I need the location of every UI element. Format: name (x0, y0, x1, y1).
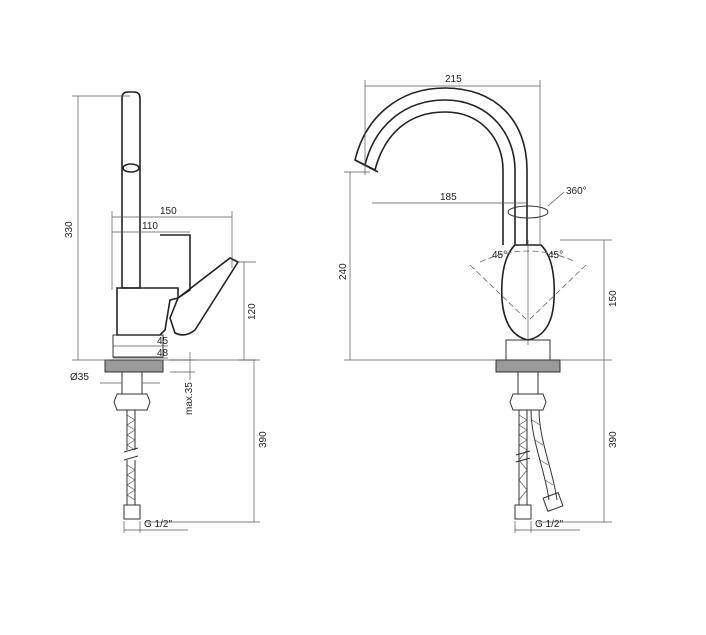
front-hose-right (530, 409, 558, 501)
dim-thread-line (123, 521, 188, 533)
front-spout-inner (354, 87, 528, 245)
dim-390-front-line (538, 360, 612, 523)
front-spout-tip (354, 159, 379, 173)
side-hose-braid-lower (126, 464, 136, 501)
dim-45-label: 45 (157, 336, 169, 347)
side-hose-lower (126, 460, 136, 505)
front-spout-outer (364, 99, 516, 245)
front-hose-left (518, 410, 528, 505)
side-hose-fitting (123, 504, 141, 520)
side-spout-tube (121, 91, 141, 289)
dim-max35-label: max.35 (184, 382, 195, 415)
dim-150-front-line (560, 239, 612, 361)
side-lever (169, 257, 240, 336)
front-handle-left-range (469, 264, 528, 321)
dim-angle-right-label: 45° (548, 250, 563, 261)
side-aerator (122, 163, 140, 173)
dim-215-label: 215 (445, 74, 462, 85)
dim-240-label: 240 (338, 263, 349, 280)
dim-330-line (72, 95, 130, 361)
side-body (116, 287, 179, 336)
dim-360-label: 360° (566, 186, 587, 197)
side-nut (113, 393, 151, 411)
dim-150-label: 150 (160, 206, 177, 217)
front-nut (509, 393, 547, 411)
dim-110-label: 110 (142, 221, 158, 232)
dim-angle-left-label: 45° (492, 250, 507, 261)
dim-215-line (364, 80, 541, 245)
front-hose-fitting-left (514, 504, 532, 520)
front-view: 215 185 360° 240 45° 45° 150 390 G 1/2" (338, 74, 619, 533)
dim-120-label: 120 (247, 303, 258, 320)
dim-360-leader (547, 191, 565, 207)
dim-48-label: 48 (157, 348, 169, 359)
side-view: 330 150 110 120 45 48 Ø35 max.35 390 G 1… (64, 91, 269, 533)
dim-240-line (344, 171, 496, 361)
front-handle-right-range (528, 264, 587, 321)
front-hose-fitting-right (542, 492, 564, 512)
front-rotation-ring (507, 205, 549, 219)
dim-thread-label: G 1/2" (144, 519, 172, 530)
front-shank (517, 371, 539, 395)
front-deck-plate (495, 359, 561, 373)
dim-390-line (145, 359, 260, 523)
dim-390-label: 390 (258, 431, 269, 448)
front-hose-break (515, 450, 531, 463)
dim-thread-front-label: G 1/2" (535, 519, 563, 530)
front-hose-right-braid (531, 419, 554, 486)
side-hose-braid-upper (126, 414, 136, 451)
dim-150-front-label: 150 (608, 290, 619, 307)
dim-330-label: 330 (64, 221, 75, 238)
side-deck-plate (104, 359, 164, 373)
dim-150-line (111, 211, 233, 290)
dim-390-front-label: 390 (608, 431, 619, 448)
side-lever-top (160, 234, 191, 299)
dim-max35-line (170, 352, 195, 380)
side-shank (121, 371, 143, 395)
front-hose-left-braid (518, 414, 528, 501)
dim-thread-front-line (514, 521, 580, 533)
dim-diam35-label: Ø35 (70, 372, 89, 383)
dim-185-label: 185 (440, 192, 457, 203)
side-hose-break (123, 447, 139, 461)
